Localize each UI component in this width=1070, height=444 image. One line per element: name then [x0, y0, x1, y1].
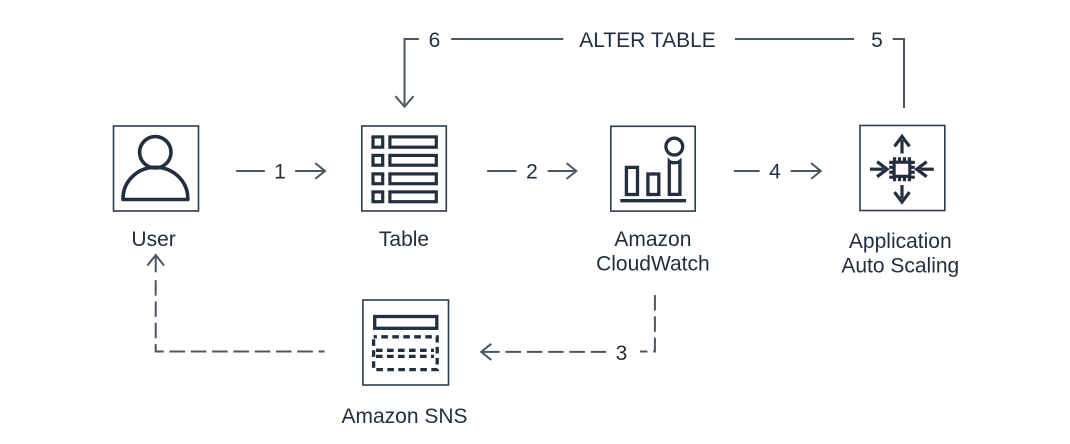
svg-text:2: 2	[526, 161, 538, 184]
svg-text:ALTER TABLE: ALTER TABLE	[579, 29, 716, 52]
svg-text:CloudWatch: CloudWatch	[596, 253, 710, 276]
svg-text:5: 5	[871, 29, 883, 52]
svg-text:Table: Table	[379, 228, 429, 251]
svg-text:4: 4	[769, 161, 781, 184]
svg-text:Amazon SNS: Amazon SNS	[341, 405, 467, 428]
svg-text:Application: Application	[849, 230, 952, 253]
svg-text:6: 6	[429, 29, 441, 52]
svg-text:Amazon: Amazon	[614, 228, 691, 251]
svg-text:3: 3	[616, 342, 628, 365]
svg-text:User: User	[131, 228, 175, 251]
svg-text:1: 1	[274, 161, 286, 184]
svg-text:Auto Scaling: Auto Scaling	[841, 255, 959, 278]
